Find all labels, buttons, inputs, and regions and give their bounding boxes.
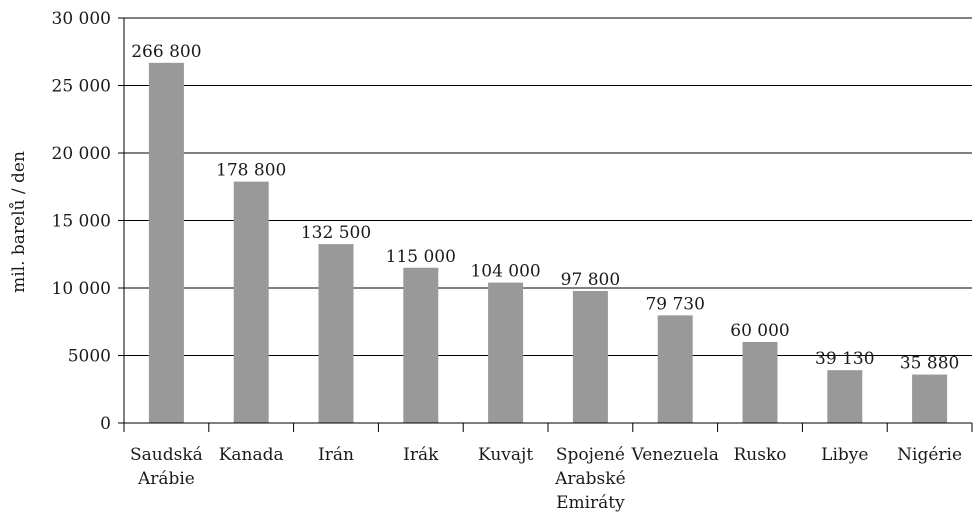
data-label: 266 800 bbox=[131, 42, 201, 62]
axes bbox=[118, 17, 973, 432]
bars bbox=[148, 62, 948, 423]
bar bbox=[572, 290, 608, 423]
data-label: 79 730 bbox=[645, 294, 704, 314]
labels: 0 5000 10 000 15 000 20 000 25 000 30 000 266 8… bbox=[52, 9, 963, 513]
bar bbox=[148, 62, 184, 423]
data-label: 60 000 bbox=[730, 321, 789, 341]
y-tick-label: 25 000 bbox=[52, 77, 111, 97]
data-label: 178 800 bbox=[216, 161, 286, 181]
y-tick-label: 10 000 bbox=[52, 279, 111, 299]
data-label: 35 880 bbox=[900, 354, 959, 374]
category-label: Kanada bbox=[219, 445, 284, 465]
y-tick-label: 0 bbox=[100, 414, 111, 434]
bar bbox=[912, 374, 948, 423]
bar bbox=[233, 181, 269, 423]
category-label: Irák bbox=[403, 445, 439, 465]
bar bbox=[657, 315, 693, 423]
bar bbox=[318, 244, 354, 423]
y-tick-label: 5000 bbox=[68, 347, 111, 367]
category-label: Venezuela bbox=[631, 445, 719, 465]
data-label: 97 800 bbox=[561, 270, 620, 290]
bar bbox=[742, 342, 778, 423]
bar bbox=[403, 267, 439, 423]
y-axis-title: mil. barelů / den bbox=[9, 151, 29, 293]
y-tick-label: 15 000 bbox=[52, 212, 111, 232]
data-label: 39 130 bbox=[815, 349, 874, 369]
data-label: 132 500 bbox=[301, 223, 371, 243]
bar bbox=[488, 282, 524, 423]
data-label: 104 000 bbox=[470, 262, 540, 282]
category-label: Libye bbox=[821, 445, 868, 465]
y-tick-label: 30 000 bbox=[52, 9, 111, 29]
category-label: Rusko bbox=[733, 445, 786, 465]
bar bbox=[827, 370, 863, 423]
data-label: 115 000 bbox=[386, 247, 456, 267]
category-label: Nigérie bbox=[897, 445, 962, 465]
y-tick-label: 20 000 bbox=[52, 144, 111, 164]
category-label: Kuvajt bbox=[478, 445, 533, 465]
category-label: Irán bbox=[318, 445, 354, 465]
